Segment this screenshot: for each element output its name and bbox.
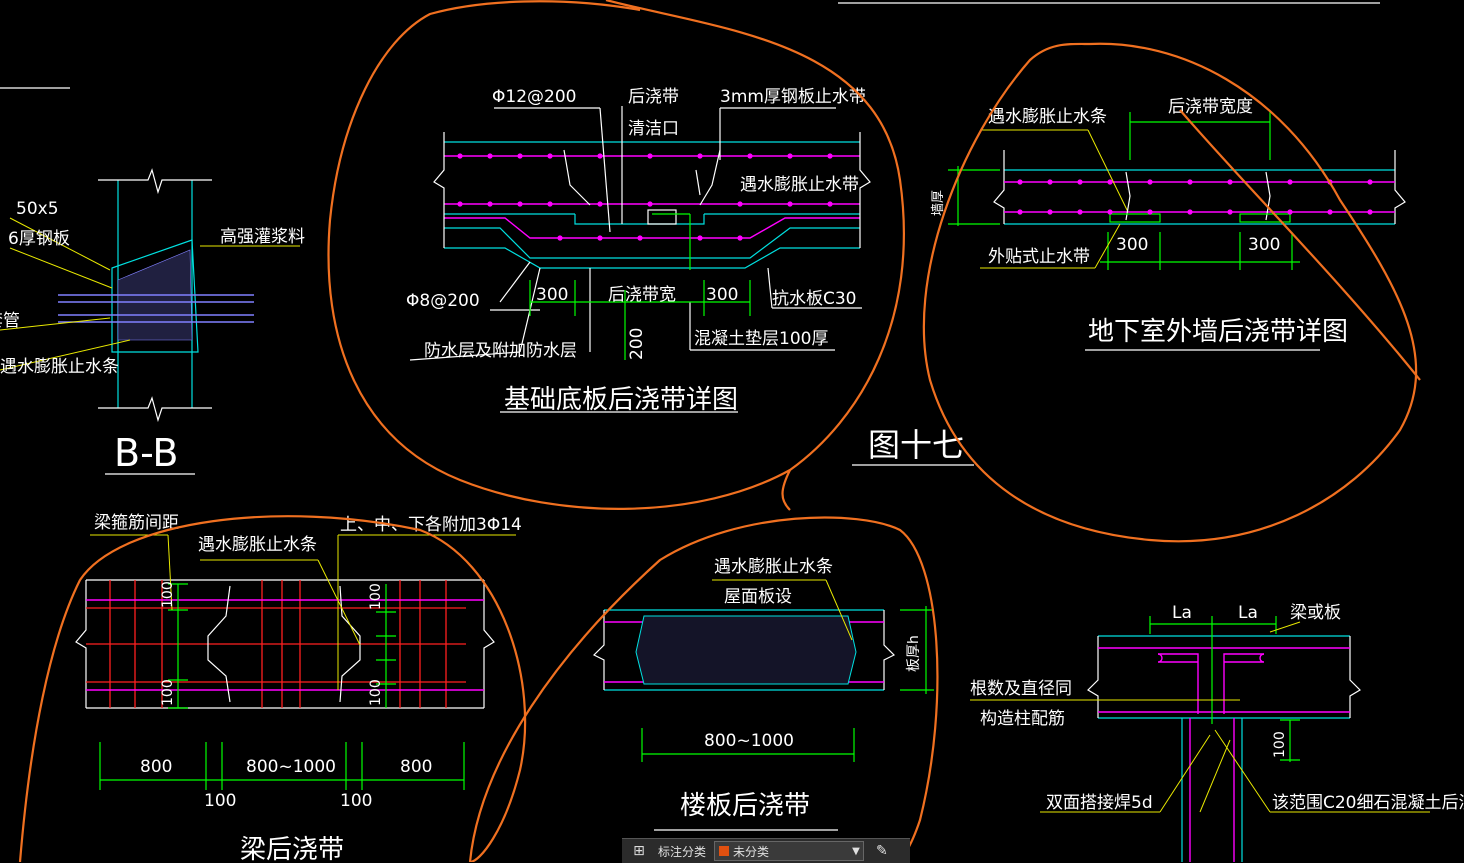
ff-steel-stop-label: 3mm厚钢板止水带 [720,87,866,107]
basement-wall-drawing [852,112,1406,466]
bm-dim-100-a: 100 [160,581,176,608]
annotation-circle-slab [468,516,939,862]
beam-drawing [75,534,516,790]
category-select[interactable]: 未分类 ▼ [714,841,865,861]
cl-concrete-label: 该范围C20细石混凝土后浇 [1272,793,1464,813]
annotation-circle-foundation [327,0,905,510]
ff-dim-200: 200 [627,328,647,360]
foundation-slab-title: 基础底板后浇带详图 [504,385,738,415]
bb-section-detail [0,168,300,475]
bb-strip-label: 遇水膨胀止水条 [0,357,119,377]
bb-grout-label: 高强灌浆料 [220,227,305,247]
annotation-toolbar: ⊞ 标注分类 未分类 ▼ ✎ [622,838,910,863]
cl-beam-label: 梁或板 [1290,603,1341,623]
ff-band-width-label: 后浇带宽 [608,285,676,305]
cl-la-right: La [1238,603,1258,623]
cl-la-left: La [1172,603,1192,623]
ff-swell-stop-label: 遇水膨胀止水带 [740,175,859,195]
bw-thickness-label: 墙厚 [931,190,946,216]
category-selected-value: 未分类 [733,844,770,859]
bm-strip-label: 遇水膨胀止水条 [198,535,317,555]
ff-dim-right: 300 [706,285,738,305]
bb-pipe-label: 套管 [0,311,20,331]
bm-dim-100-b: 100 [160,679,176,706]
wall-rebar-dots [1017,179,1373,215]
grid-icon[interactable]: ⊞ [633,843,645,859]
chevron-down-icon: ▼ [852,845,860,857]
ff-rebar-bot-label: Φ8@200 [406,291,480,311]
sl-thickness-label: 板厚h [906,635,922,672]
annotation-circle-beam [18,515,527,862]
bm-dim-100-e: 100 [204,791,236,811]
ff-rebar-top-label: Φ12@200 [492,87,576,107]
floor-slab-drawing [592,579,934,831]
bb-steel-size-label: 50x5 [16,199,59,219]
bm-dim-800-b: 800 [400,757,432,777]
ff-cleanout-label: 清洁口 [628,119,679,139]
floor-slab-title: 楼板后浇带 [680,791,810,821]
bm-added-label: 上、中、下各附加3Φ14 [340,515,522,535]
ff-anti-label: 抗水板C30 [772,289,857,309]
figure-title: 图十七 [868,426,964,464]
ff-cushion-label: 混凝土垫层100厚 [694,329,828,349]
bm-dim-100-c: 100 [368,583,384,610]
ff-dim-left: 300 [536,285,568,305]
bm-dim-100-d: 100 [368,679,384,706]
sl-dim: 800~1000 [704,731,794,751]
annotation-connector [781,109,1421,511]
sl-roof-label: 屋面板设 [724,587,792,607]
bb-section-title: B-B [114,431,179,475]
column-drawing [970,616,1430,862]
edit-icon[interactable]: ✎ [876,843,888,859]
bw-strip-label: 遇水膨胀止水条 [988,107,1107,127]
sl-strip-label: 遇水膨胀止水条 [714,557,833,577]
bm-dim-mid: 800~1000 [246,757,336,777]
ff-band-label: 后浇带 [628,87,679,107]
cl-weld-label: 双面搭接焊5d [1046,793,1153,813]
foundation-slab-drawing [409,106,871,413]
ff-waterproof-label: 防水层及附加防水层 [424,341,577,361]
bm-dim-800-a: 800 [140,757,172,777]
bw-dim-left: 300 [1116,235,1148,255]
toolbar-label: 标注分类 [658,844,707,859]
bb-plate-label: 6厚钢板 [8,229,70,249]
cl-dim-100: 100 [1272,731,1288,758]
bw-band-width-label: 后浇带宽度 [1168,97,1253,117]
foundation-rebar-dots [457,153,833,241]
category-swatch [719,846,730,856]
bm-dim-100-f: 100 [340,791,372,811]
basement-wall-title: 地下室外墙后浇带详图 [1088,317,1348,347]
cl-rebar-label-1: 根数及直径同 [970,679,1072,699]
bw-external-label: 外贴式止水带 [988,247,1090,267]
beam-title: 梁后浇带 [240,835,344,862]
annotation-circle-wall [922,42,1418,543]
bw-dim-right: 300 [1248,235,1280,255]
bm-stirrup-label: 梁箍筋间距 [94,513,179,533]
cl-rebar-label-2: 构造柱配筋 [980,709,1065,729]
